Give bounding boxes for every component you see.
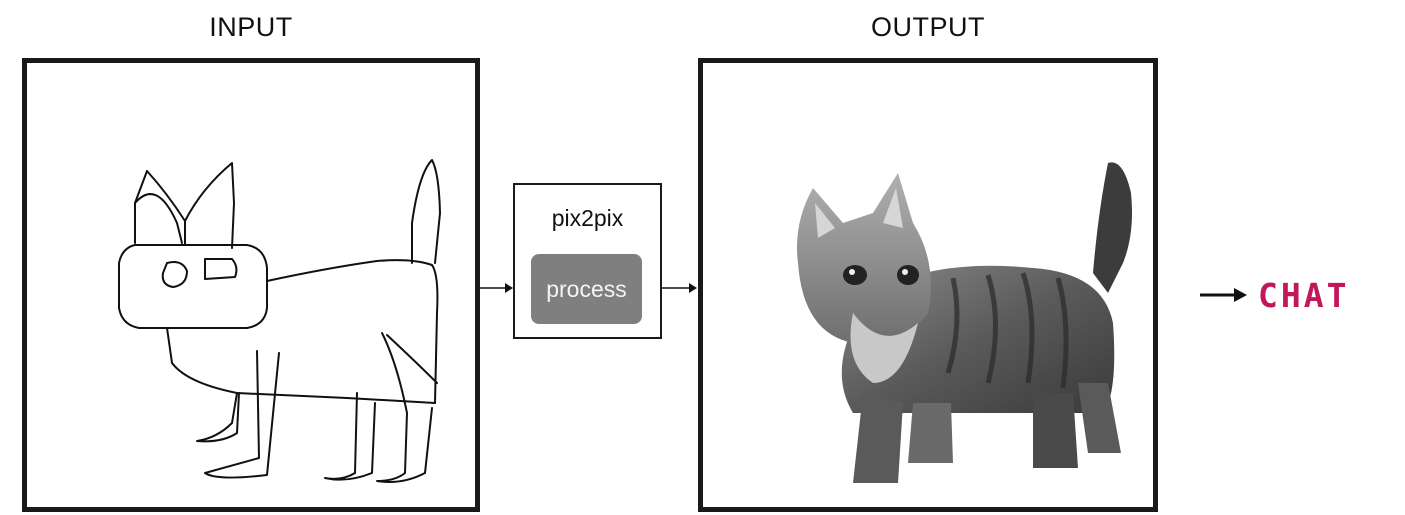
- cat-sketch-icon: [118, 159, 441, 483]
- output-image: [698, 58, 1158, 512]
- input-canvas[interactable]: [22, 58, 480, 512]
- process-button[interactable]: process: [531, 254, 642, 324]
- arrow-right-icon: [1200, 288, 1247, 302]
- model-name: pix2pix: [551, 205, 624, 231]
- chat-link[interactable]: CHAT: [1200, 270, 1349, 320]
- pix2pix-model-box: pix2pix process: [513, 183, 662, 339]
- chat-label[interactable]: CHAT: [1258, 275, 1350, 315]
- input-title: INPUT: [209, 12, 293, 42]
- cat-photo-icon: [797, 162, 1132, 483]
- output-title: OUTPUT: [871, 12, 985, 42]
- arrow-right-icon: [662, 283, 697, 293]
- arrow-right-icon: [480, 283, 513, 293]
